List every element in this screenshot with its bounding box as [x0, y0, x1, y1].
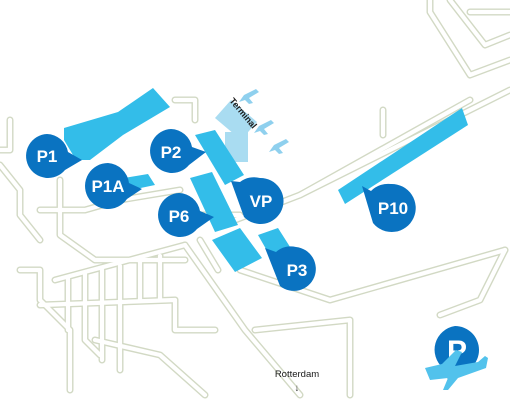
parking-lot-p3 — [212, 228, 262, 272]
parking-lot-p1 — [64, 88, 170, 160]
parking-lot-p2 — [195, 130, 244, 185]
marker-p1[interactable]: P1 — [26, 134, 83, 178]
marker-p3[interactable]: P3 — [265, 246, 316, 291]
marker-p6[interactable]: P6 — [158, 193, 214, 237]
parking-lots — [64, 88, 468, 272]
marker-p1-label: P1 — [37, 147, 58, 166]
airplane-icon — [239, 89, 289, 154]
parking-lot-p6 — [190, 172, 238, 232]
direction-label: Rotterdam — [275, 369, 319, 380]
marker-p10[interactable]: P10 — [362, 183, 416, 232]
arrow-down-icon: ↓ — [295, 383, 300, 394]
marker-vp[interactable]: VP — [231, 177, 284, 224]
marker-vp-label: VP — [250, 192, 273, 211]
parking-lot-p10 — [338, 108, 468, 204]
direction-rotterdam: Rotterdam ↓ — [275, 369, 319, 394]
parking-markers: P1 P1A P2 P6 VP P3 P10 — [26, 129, 416, 291]
marker-p6-label: P6 — [169, 207, 190, 226]
marker-p2[interactable]: P2 — [150, 129, 206, 173]
marker-p1a-label: P1A — [91, 177, 124, 196]
marker-p1a[interactable]: P1A — [85, 163, 142, 209]
marker-p2-label: P2 — [161, 143, 182, 162]
parking-logo-icon: P — [425, 326, 488, 390]
marker-p10-label: P10 — [378, 199, 408, 218]
marker-p3-label: P3 — [287, 261, 308, 280]
